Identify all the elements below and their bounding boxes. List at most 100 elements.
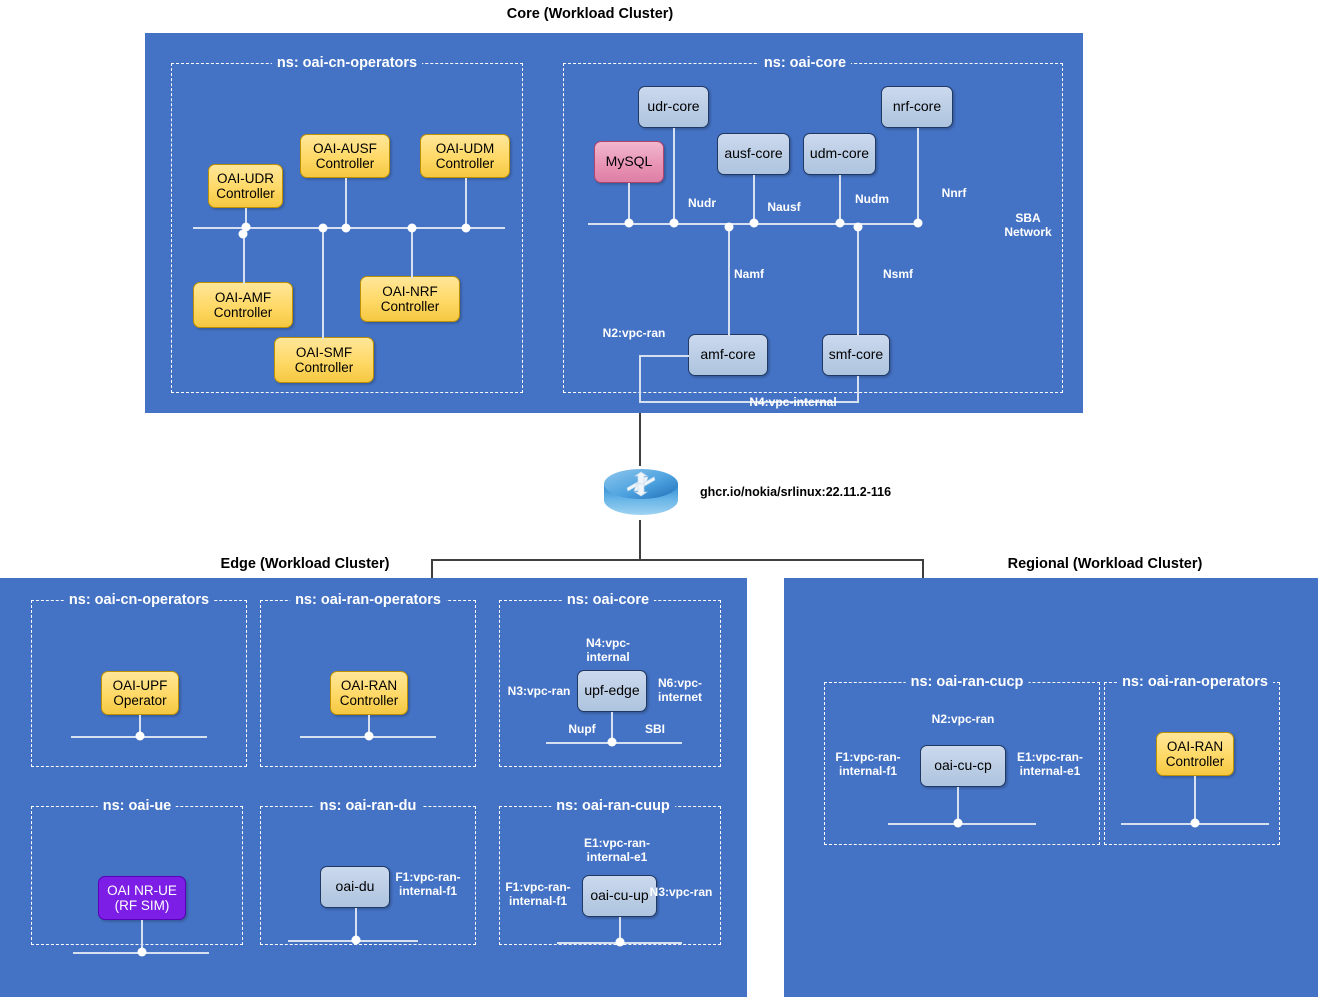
node-oai-du[interactable]: oai-du [320,866,390,908]
wire-nrf-down [917,128,919,225]
node-ausf-core[interactable]: ausf-core [717,133,790,175]
wire-edge-ran-ctrl-down [368,715,370,736]
sba-dot-nrf [913,218,923,228]
edge-du-bus-dot [351,935,361,945]
node-oai-ausf-controller[interactable]: OAI-AUSF Controller [300,134,390,178]
regional-cluster-title: Regional (Workload Cluster) [1007,556,1203,572]
iface-upf-n3-label: N3:vpc-ran [507,684,571,699]
node-upf-edge[interactable]: upf-edge [577,670,647,712]
node-smf-core[interactable]: smf-core [822,334,890,376]
node-udm-core[interactable]: udm-core [803,133,876,175]
wire-upf-operator-down [139,715,141,736]
link-core-to-router [639,413,641,466]
ns-reg-oai-ran-cucp-label: ns: oai-ran-cucp [905,674,1029,690]
bus-dot-udr [241,222,251,232]
node-oai-nr-ue[interactable]: OAI NR-UE (RF SIM) [98,876,186,920]
iface-namf-label: Namf [733,267,765,282]
wire-n4-smf-down [857,376,859,402]
sba-dot-ausf [749,218,759,228]
iface-cucp-f1-label: F1:vpc-ran- internal-f1 [835,750,901,778]
wire-mysql-down [628,183,630,225]
link-down-to-regional [922,559,924,584]
wire-amf-ctrl-up [243,227,245,284]
wire-n2-amf-left [639,355,689,357]
ns-edge-oai-ran-du-label: ns: oai-ran-du [314,798,422,814]
iface-nsmf-label: Nsmf [882,267,914,282]
node-oai-udr-controller[interactable]: OAI-UDR Controller [208,164,283,208]
node-oai-smf-controller[interactable]: OAI-SMF Controller [274,337,374,383]
iface-cuup-e1-label: E1:vpc-ran- internal-e1 [583,836,651,864]
node-oai-nrf-controller[interactable]: OAI-NRF Controller [360,276,460,322]
bus-dot-nrf [407,223,417,233]
iface-n2-vpc-ran-label: N2:vpc-ran [602,326,666,341]
iface-upf-nupf-label: Nupf [568,722,596,737]
wire-nrf-ctrl-up [411,227,413,278]
node-oai-udm-controller[interactable]: OAI-UDM Controller [420,134,510,178]
sba-dot-nsmf [853,222,863,232]
node-udr-core[interactable]: udr-core [638,86,709,128]
bus-dot-ausf [341,223,351,233]
sba-dot-udm [835,218,845,228]
link-router-split [431,559,923,561]
wire-upf-edge-down [611,712,613,742]
node-amf-core[interactable]: amf-core [688,334,768,376]
wire-udr-ctrl-down [245,208,247,229]
iface-du-f1-label: F1:vpc-ran- internal-f1 [395,870,461,898]
edge-cn-operators-bus-dot [135,731,145,741]
node-reg-oai-ran-controller[interactable]: OAI-RAN Controller [1156,732,1234,776]
node-oai-cu-cp[interactable]: oai-cu-cp [920,745,1006,787]
bus-dot-smf [318,223,328,233]
bus-dot-amf [238,229,248,239]
regional-cluster-box: ns: oai-ran-cucp oai-cu-cp N2:vpc-ran F1… [784,578,1318,997]
iface-upf-n4-label: N4:vpc- internal [585,636,631,664]
iface-nudr-label: Nudr [688,196,716,211]
iface-upf-sbi-label: SBI [644,722,666,737]
iface-nudm-label: Nudm [855,192,889,207]
iface-cuup-n3-label: N3:vpc-ran [649,885,713,900]
wire-udm-ctrl-down [465,178,467,229]
ns-edge-oai-ran-cuup-label: ns: oai-ran-cuup [551,798,675,814]
ns-oai-core-label: ns: oai-core [758,55,852,71]
ns-edge-ran-operators-label: ns: oai-ran-operators [290,592,446,608]
wire-n2-down [639,355,641,402]
router-icon [601,462,681,520]
sba-dot-namf [724,222,734,232]
wire-udr-down [673,128,675,225]
ns-edge-oai-ue-label: ns: oai-ue [97,798,177,814]
edge-ue-bus-dot [137,947,147,957]
edge-ran-operators-bus-dot [364,731,374,741]
iface-upf-n6-label: N6:vpc- internet [657,676,703,704]
edge-core-bus-dot [607,737,617,747]
node-edge-oai-ran-controller[interactable]: OAI-RAN Controller [330,671,408,715]
wire-ausf-ctrl-down [345,178,347,229]
wire-oai-cu-up-down [619,917,621,942]
node-nrf-core[interactable]: nrf-core [881,86,953,128]
edge-cuup-bus-dot [615,937,625,947]
node-oai-cu-up[interactable]: oai-cu-up [582,875,657,917]
ns-edge-cn-operators-label: ns: oai-cn-operators [63,592,215,608]
bus-dot-udm [461,223,471,233]
iface-cucp-e1-label: E1:vpc-ran- internal-e1 [1016,750,1084,778]
edge-cluster-title: Edge (Workload Cluster) [220,556,390,572]
wire-namf [728,223,730,336]
reg-ran-operators-bus-dot [1190,818,1200,828]
reg-cucp-bus-dot [953,818,963,828]
iface-n4-vpc-internal-label: N4:vpc-internal [749,395,837,410]
node-oai-upf-operator[interactable]: OAI-UPF Operator [101,671,179,715]
node-oai-amf-controller[interactable]: OAI-AMF Controller [193,282,293,328]
ns-oai-cn-operators-core-label: ns: oai-cn-operators [271,55,423,71]
core-cluster-box: ns: oai-cn-operators OAI-UDR Controller … [145,33,1083,413]
iface-sba-network-label: SBA Network [1004,211,1052,239]
node-mysql[interactable]: MySQL [594,141,664,183]
iface-cucp-n2-label: N2:vpc-ran [931,712,995,727]
wire-udm-down [839,175,841,225]
sba-dot-mysql [624,218,634,228]
iface-nausf-label: Nausf [767,200,801,215]
ns-reg-oai-ran-operators-label: ns: oai-ran-operators [1117,674,1273,690]
core-cluster-title: Core (Workload Cluster) [506,6,674,22]
wire-n4-left [639,401,859,403]
wire-oai-du-down [355,908,357,940]
wire-oai-cu-cp-down [957,787,959,823]
wire-nsmf [857,223,859,336]
wire-reg-ran-ctrl-down [1194,776,1196,823]
